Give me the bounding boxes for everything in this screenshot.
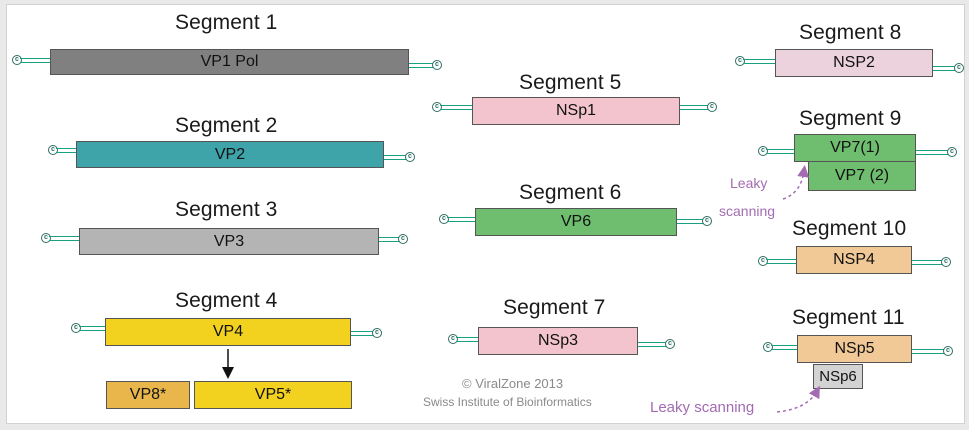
cap-3prime-icon: c — [954, 63, 964, 73]
cap-5prime-icon: c — [48, 145, 58, 155]
utr-3prime — [409, 63, 433, 68]
cap-3prime-icon: c — [398, 234, 408, 244]
utr-3prime — [912, 349, 944, 354]
cap-3prime-icon: c — [405, 152, 415, 162]
segment-8-title: Segment 8 — [799, 21, 902, 44]
utr-3prime — [677, 219, 703, 224]
segment-3-bar: VP3 — [79, 228, 379, 255]
cap-5prime-icon: c — [763, 342, 773, 352]
utr-3prime — [384, 155, 406, 160]
segment-2-bar: VP2 — [76, 141, 384, 168]
segment-11-title: Segment 11 — [792, 306, 905, 329]
cap-3prime-icon: c — [372, 328, 382, 338]
segment-4-title: Segment 4 — [175, 289, 278, 312]
utr-5prime — [743, 59, 775, 64]
cap-5prime-icon: c — [41, 233, 51, 243]
utr-5prime — [456, 337, 478, 342]
cap-5prime-icon: c — [758, 256, 768, 266]
segment-7-bar: NSp3 — [478, 327, 638, 355]
segment-4-bar: VP4 — [105, 318, 351, 346]
utr-3prime — [638, 342, 666, 347]
cap-5prime-icon: c — [439, 214, 449, 224]
segment-6-bar: VP6 — [475, 208, 677, 236]
segment-1-bar: VP1 Pol — [50, 49, 409, 75]
utr-5prime — [771, 345, 797, 350]
segment-5-title: Segment 5 — [519, 71, 622, 94]
cap-3prime-icon: c — [665, 339, 675, 349]
utr-3prime — [351, 331, 373, 336]
leaky-scanning-arrow-icon — [782, 165, 810, 200]
segment-9-bar-vp7-2: VP7 (2) — [808, 161, 916, 191]
utr-5prime — [20, 58, 50, 63]
utr-3prime — [912, 260, 942, 265]
utr-3prime — [916, 150, 948, 155]
segment-8-bar: NSP2 — [775, 49, 933, 77]
segment-5-bar: NSp1 — [472, 97, 680, 125]
segment-3-title: Segment 3 — [175, 198, 278, 221]
utr-5prime — [49, 236, 79, 241]
cap-3prime-icon: c — [707, 102, 717, 112]
credit-copyright: © ViralZone 2013 — [462, 376, 564, 391]
leaky-scanning-note-3: Leaky scanning — [650, 399, 755, 416]
leaky-scanning-note-1: Leaky — [730, 175, 768, 191]
leaky-scanning-arrow-icon — [776, 385, 820, 413]
leaky-scanning-note-2: scanning — [719, 203, 776, 219]
utr-3prime — [680, 105, 708, 110]
cap-5prime-icon: c — [448, 334, 458, 344]
cap-5prime-icon: c — [432, 102, 442, 112]
vp5-product-box: VP5* — [194, 381, 352, 409]
nsp6-box: NSp6 — [813, 364, 863, 389]
utr-5prime — [79, 326, 105, 331]
utr-5prime — [56, 148, 76, 153]
rotavirus-genome-diagram: Segment 1 c VP1 Pol c Segment 2 c VP2 c … — [6, 4, 965, 424]
cap-5prime-icon: c — [758, 146, 768, 156]
segment-6-title: Segment 6 — [519, 181, 622, 204]
segment-9-title: Segment 9 — [799, 107, 902, 130]
cap-3prime-icon: c — [702, 216, 712, 226]
utr-5prime — [766, 259, 796, 264]
segment-10-bar: NSP4 — [796, 246, 912, 274]
segment-9-bar-vp7-1: VP7(1) — [794, 134, 916, 162]
arrows-overlay — [222, 165, 820, 413]
credit-institution: Swiss Institute of Bioinformatics — [423, 395, 592, 409]
vp8-product-box: VP8* — [106, 381, 190, 409]
utr-3prime — [933, 66, 955, 71]
cap-5prime-icon: c — [735, 56, 745, 66]
cap-3prime-icon: c — [943, 346, 953, 356]
cap-3prime-icon: c — [947, 147, 957, 157]
cap-3prime-icon: c — [941, 257, 951, 267]
segment-2-title: Segment 2 — [175, 114, 278, 137]
cap-3prime-icon: c — [432, 60, 442, 70]
utr-5prime — [766, 149, 794, 154]
segment-1-title: Segment 1 — [175, 11, 278, 34]
cap-5prime-icon: c — [71, 323, 81, 333]
segment-7-title: Segment 7 — [503, 296, 606, 319]
utr-5prime — [440, 105, 472, 110]
cap-5prime-icon: c — [12, 55, 22, 65]
utr-3prime — [379, 237, 399, 242]
segment-11-bar: NSp5 — [797, 335, 912, 363]
utr-5prime — [447, 217, 475, 222]
segment-10-title: Segment 10 — [792, 217, 907, 240]
